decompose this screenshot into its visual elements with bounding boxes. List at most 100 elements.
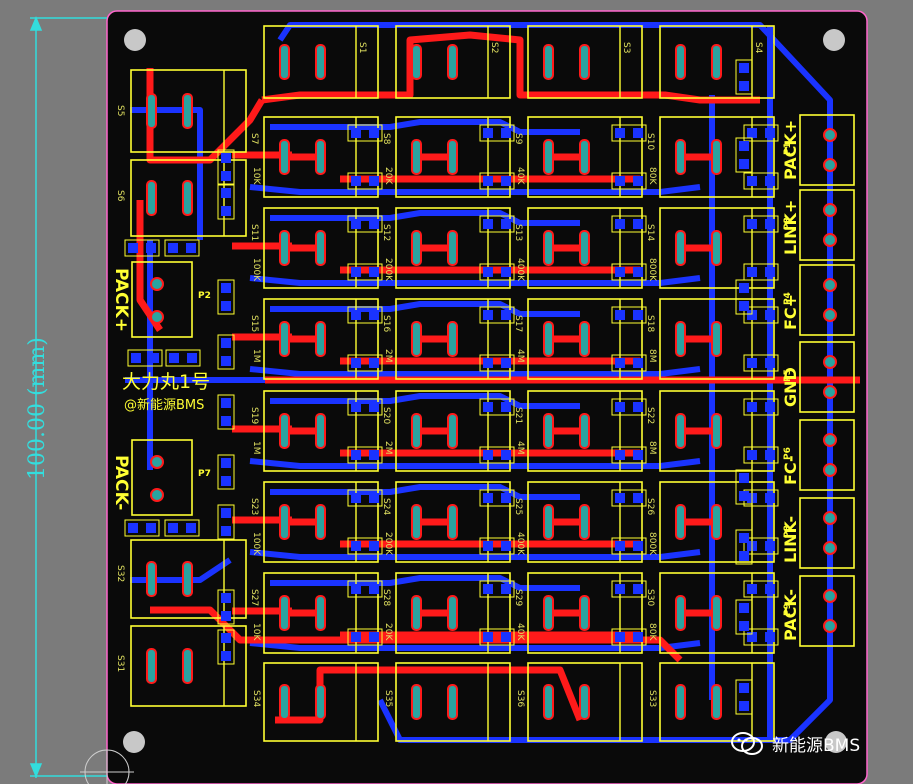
connector-label: PACK+: [781, 120, 800, 180]
smd-part: [347, 398, 383, 416]
smd-pad: [633, 584, 643, 594]
switch-pad: [675, 44, 686, 80]
switch-pad: [543, 321, 554, 357]
connector-outline: [799, 497, 855, 569]
switch-pad: [411, 44, 422, 80]
smd-pad: [221, 356, 231, 366]
smd-pad: [221, 153, 231, 163]
switch-designator: S25: [513, 498, 523, 515]
switch-pad: [182, 648, 193, 684]
switch-designator: S33: [647, 690, 657, 707]
switch-designator: S36: [515, 690, 525, 707]
switch-designator: S11: [249, 224, 259, 241]
smd-pad: [221, 508, 231, 518]
smd-pad: [369, 402, 379, 412]
switch-outline: [395, 25, 511, 99]
smd-outline: [164, 239, 200, 257]
switch-pad: [675, 230, 686, 266]
mounting-hole: [124, 29, 146, 51]
smd-part: [611, 537, 647, 555]
smd-pad: [501, 632, 511, 642]
smd-pad: [615, 541, 625, 551]
smd-pad: [146, 243, 156, 253]
smd-pad: [633, 128, 643, 138]
smd-part: [743, 215, 779, 233]
smd-outline: [347, 537, 383, 555]
smd-pad: [351, 584, 361, 594]
switch-designator: S19: [249, 407, 259, 424]
smd-outline: [479, 263, 515, 281]
smd-outline: [347, 628, 383, 646]
switch-pad: [579, 684, 590, 720]
smd-part: [217, 334, 235, 370]
switch-designator: S22: [645, 407, 655, 424]
smd-pad: [221, 633, 231, 643]
smd-outline: [479, 628, 515, 646]
smd-pad: [221, 283, 231, 293]
smd-outline: [479, 489, 515, 507]
smd-part: [611, 628, 647, 646]
smd-pad: [739, 603, 749, 613]
switch-outline: [659, 207, 775, 289]
switch-designator: S1: [357, 42, 367, 53]
smd-outline: [217, 504, 235, 540]
smd-pad: [765, 541, 775, 551]
connector-pad: [823, 433, 837, 447]
smd-pad: [483, 402, 493, 412]
smd-outline: [743, 354, 779, 372]
switch-designator: S3: [621, 42, 631, 53]
switch-pad: [411, 230, 422, 266]
switch-outline: [395, 116, 511, 198]
switch-designator: S7: [249, 133, 259, 144]
smd-pad: [501, 128, 511, 138]
switch-pad: [543, 139, 554, 175]
switch-footprint: [263, 572, 379, 654]
smd-pad: [739, 551, 749, 561]
smd-outline: [743, 172, 779, 190]
smd-pad: [633, 493, 643, 503]
smd-outline: [217, 184, 235, 220]
smd-outline: [611, 172, 647, 190]
switch-outline: [659, 390, 775, 472]
smd-outline: [479, 580, 515, 598]
smd-part: [217, 279, 235, 315]
smd-outline: [347, 580, 383, 598]
switch-pad: [315, 595, 326, 631]
switch-outline: [263, 572, 379, 654]
smd-outline: [124, 519, 160, 537]
smd-pad: [483, 128, 493, 138]
smd-part: [735, 599, 753, 635]
switch-designator: S4: [753, 42, 763, 54]
smd-part: [611, 489, 647, 507]
smd-pad: [351, 128, 361, 138]
smd-pad: [369, 541, 379, 551]
switch-footprints: [130, 25, 775, 742]
switch-outline: [395, 572, 511, 654]
switch-pad: [675, 139, 686, 175]
switch-pad: [279, 684, 290, 720]
smd-pad: [739, 701, 749, 711]
smd-part: [735, 469, 753, 505]
smd-pad: [739, 683, 749, 693]
switch-designator: S21: [513, 407, 523, 424]
smd-part: [217, 149, 235, 185]
dimension-annotation: [29, 16, 107, 778]
resistor-value: 400K: [515, 532, 525, 556]
smd-pad: [483, 493, 493, 503]
smd-pad: [221, 338, 231, 348]
smd-pad: [483, 450, 493, 460]
switch-designator: S2: [489, 42, 499, 53]
switch-pad: [146, 648, 157, 684]
terminal-designator: P2: [198, 291, 211, 301]
connector-pad: [823, 158, 837, 172]
smd-pad: [501, 219, 511, 229]
switch-pad: [315, 44, 326, 80]
switch-pad: [447, 595, 458, 631]
smd-pad: [501, 541, 511, 551]
terminal-outline: [131, 439, 193, 516]
smd-pad: [483, 632, 493, 642]
connector-pad: [823, 619, 837, 633]
bottom-trace: [249, 184, 701, 195]
smd-pad: [351, 267, 361, 277]
